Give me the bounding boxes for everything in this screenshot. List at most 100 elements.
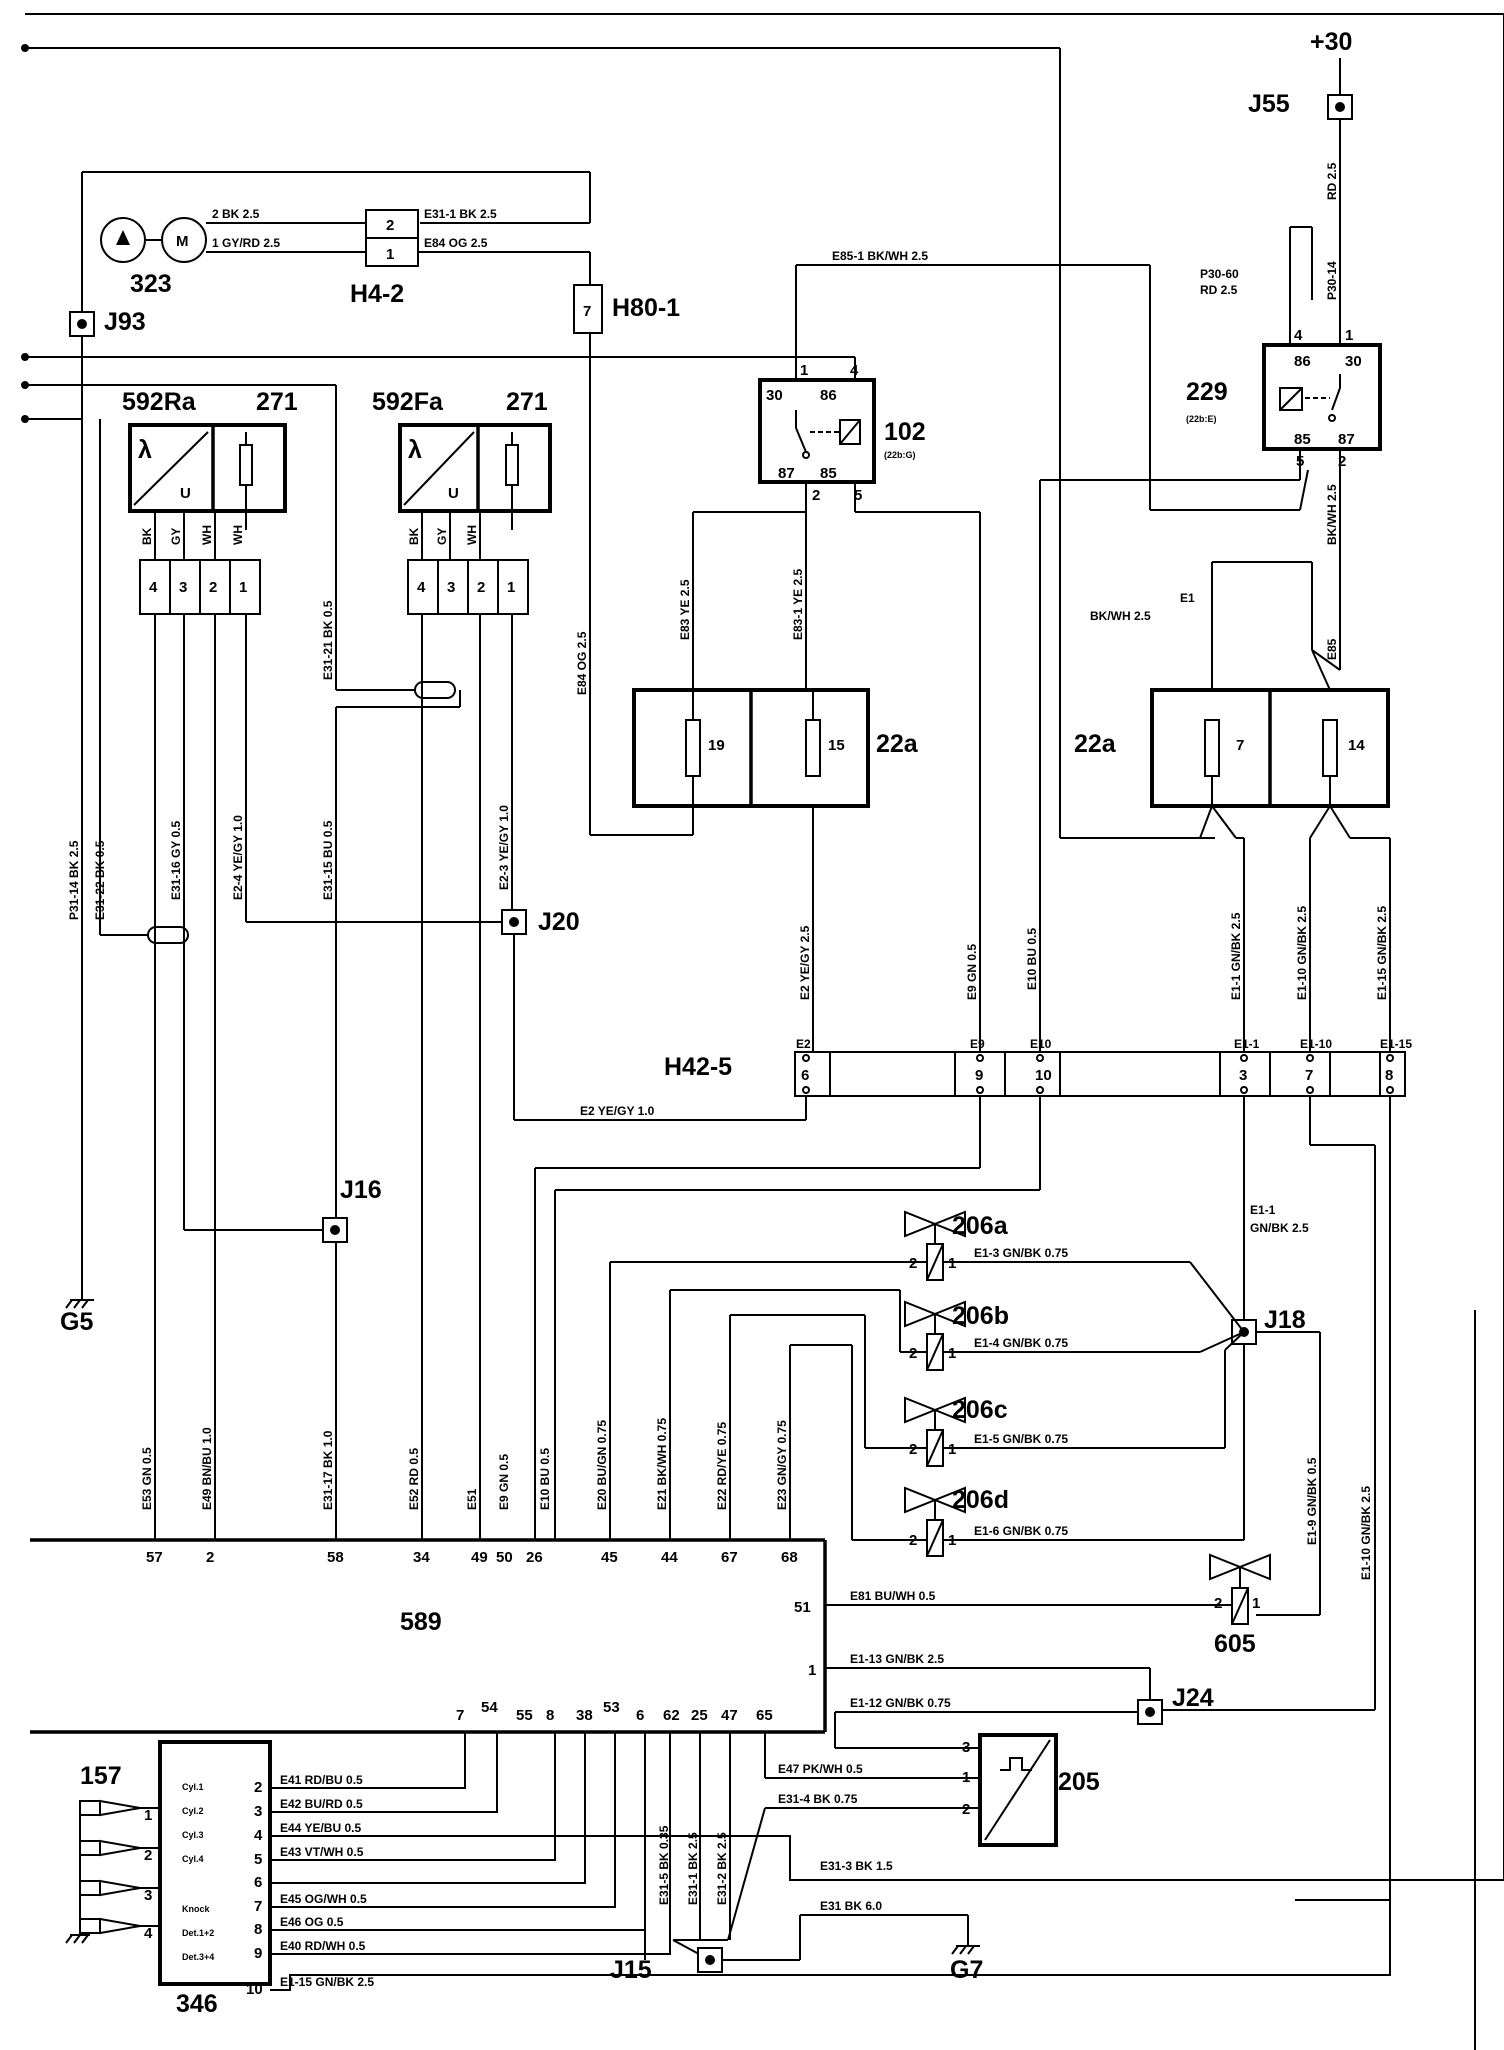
svg-text:1: 1	[1252, 1595, 1260, 1612]
ecu-bottom-pin: 55	[516, 1707, 533, 1724]
h42-code: E2	[796, 1037, 811, 1051]
j24: J24 E1-12 GN/BK 0.75	[834, 1684, 1375, 1749]
we53-label: E53 GN 0.5	[140, 1447, 154, 1510]
h42-pin: 10	[1035, 1067, 1052, 1084]
svg-text:λ: λ	[408, 436, 422, 464]
spark-plug-tip	[99, 1879, 141, 1897]
injector-206d: 206d 2 1 E1-6 GN/BK 0.75	[789, 1344, 1245, 1557]
c346-pin: 2	[254, 1779, 262, 1796]
svg-text:85: 85	[1294, 431, 1311, 448]
h42-code: E1-15	[1380, 1037, 1412, 1051]
h4-2-label: H4-2	[350, 280, 404, 308]
sensor-205: 3 1 2 205 E47 PK/WH 0.5 E31-4 BK 0.75	[727, 1732, 1100, 1941]
ecu-bottom-pin: 38	[576, 1707, 593, 1724]
sensor-wiring: E31-21 BK 0.5 P31-14 BK 2.5 E31-22 BK 0.…	[67, 385, 514, 1540]
we1-3-label: E1-3 GN/BK 0.75	[974, 1246, 1068, 1260]
we51-label: E51	[465, 1488, 479, 1510]
c592fa-label: 592Fa	[372, 388, 444, 416]
c229-sub: (22b:E)	[1186, 414, 1217, 424]
we31-5-label: E31-5 BK 0.35	[657, 1825, 671, 1905]
we40-label: E40 RD/WH 0.5	[280, 1939, 366, 1953]
ecu-top-pin: 34	[413, 1549, 430, 1566]
j15-ground: J15 E31 BK 6.0 G7 E31-5 BK 0.35 E31-1 BK…	[610, 1732, 983, 1984]
svg-text:4: 4	[149, 579, 158, 596]
svg-text:3: 3	[962, 1739, 970, 1756]
we31-15-label: E31-15 BU 0.5	[321, 820, 335, 900]
svg-text:1: 1	[808, 1662, 816, 1679]
h42-pin-terminal	[1386, 1054, 1394, 1062]
h42-pin-terminal	[1036, 1054, 1044, 1062]
j15-label: J15	[610, 1956, 652, 1984]
h42-pin: 8	[1385, 1067, 1393, 1084]
we1-15b-label: E1-15 GN/BK 2.5	[280, 1975, 374, 1989]
h42-pin-terminal	[976, 1054, 984, 1062]
svg-text:51: 51	[794, 1599, 811, 1616]
j16: J16	[322, 1176, 382, 1243]
c346-terminal-label: Cyl.3	[182, 1830, 204, 1840]
we42-label: E42 BU/RD 0.5	[280, 1797, 363, 1811]
svg-text:2: 2	[477, 579, 485, 596]
we1-1v-label: E1-1 GN/BK 2.5	[1229, 912, 1243, 1000]
relay-229: 4 1 86 30 85 87 229 (22b:E) 5 2 E10 BU 0…	[1025, 264, 1382, 1052]
we1-10v-label: E1-10 GN/BK 2.5	[1295, 906, 1309, 1000]
ecu-bottom-pin: 53	[603, 1699, 620, 1716]
we1-13-label: E1-13 GN/BK 2.5	[850, 1652, 944, 1666]
h42-pin: 6	[801, 1067, 809, 1084]
c157-pin: 4	[144, 1925, 153, 1942]
c346-pin: 5	[254, 1851, 262, 1868]
c346-terminal-label: Det.3+4	[182, 1952, 214, 1962]
we83-1-label: E83-1 YE 2.5	[791, 569, 805, 640]
c206d-label: 206d	[952, 1486, 1009, 1514]
j55-label: J55	[1248, 90, 1290, 118]
svg-text:GY: GY	[435, 528, 449, 545]
we2-3-label: E2-3 YE/GY 1.0	[497, 805, 511, 890]
h42-pin-terminal	[1386, 1086, 1394, 1094]
c157-pin: 3	[144, 1887, 152, 1904]
ecu-bottom-pin: 6	[636, 1707, 644, 1724]
svg-text:2: 2	[909, 1255, 917, 1272]
c206a-label: 206a	[952, 1212, 1009, 1240]
c346-pin: 4	[254, 1827, 263, 1844]
we52-label: E52 RD 0.5	[407, 1448, 421, 1510]
c206c-label: 206c	[952, 1396, 1008, 1424]
c157-pin: 2	[144, 1847, 152, 1864]
ecu-top-pin: 26	[526, 1549, 543, 1566]
svg-text:1: 1	[948, 1345, 956, 1362]
we31-2-label: E31-2 BK 2.5	[715, 1832, 729, 1905]
we84-label: E84 OG 2.5	[424, 236, 488, 250]
svg-text:BK: BK	[140, 527, 154, 545]
svg-text:2: 2	[962, 1801, 970, 1818]
j18-label: J18	[1264, 1306, 1306, 1334]
p30-14-label: P30-14	[1325, 261, 1339, 300]
we1b-label: BK/WH 2.5	[1090, 609, 1151, 623]
h42-code: E10	[1030, 1037, 1052, 1051]
svg-text:7: 7	[583, 303, 591, 320]
ignition-346: Cyl.1Cyl.2Cyl.3Cyl.4KnockDet.1+2Det.3+4 …	[65, 14, 1504, 2018]
spark-plug-icon	[79, 1880, 101, 1896]
j24-label: J24	[1172, 1684, 1214, 1712]
spark-plug-icon	[79, 1918, 101, 1934]
we9v-label: E9 GN 0.5	[965, 944, 979, 1000]
svg-text:2: 2	[1338, 453, 1346, 470]
we23-label: E23 GN/GY 0.75	[775, 1420, 789, 1510]
we43-label: E43 VT/WH 0.5	[280, 1845, 364, 1859]
svg-text:2: 2	[1214, 1595, 1222, 1612]
c605-label: 605	[1214, 1630, 1256, 1658]
c346-terminal-label: Knock	[182, 1904, 211, 1914]
c346-pin: 7	[254, 1898, 262, 1915]
svg-text:2: 2	[812, 487, 820, 504]
ecu-top-pin: 44	[661, 1549, 678, 1566]
we47-label: E47 PK/WH 0.5	[778, 1762, 863, 1776]
we31-21-label: E31-21 BK 0.5	[321, 600, 335, 680]
h42-5-label: H42-5	[664, 1053, 732, 1081]
h42-code: E9	[970, 1037, 985, 1051]
c22a-left-label: 22a	[876, 730, 919, 758]
svg-text:19: 19	[708, 737, 725, 754]
j20: J20 E2 YE/GY 1.0	[501, 908, 806, 1121]
svg-text:1: 1	[507, 579, 515, 596]
svg-text:1: 1	[800, 362, 808, 379]
fusebox-22a-left: 19 15 22a E2 YE/GY 2.5 E9 GN 0.5	[632, 688, 979, 1052]
svg-text:1: 1	[948, 1255, 956, 1272]
w323-2-label: 2 BK 2.5	[212, 207, 260, 221]
svg-text:BK: BK	[407, 527, 421, 545]
